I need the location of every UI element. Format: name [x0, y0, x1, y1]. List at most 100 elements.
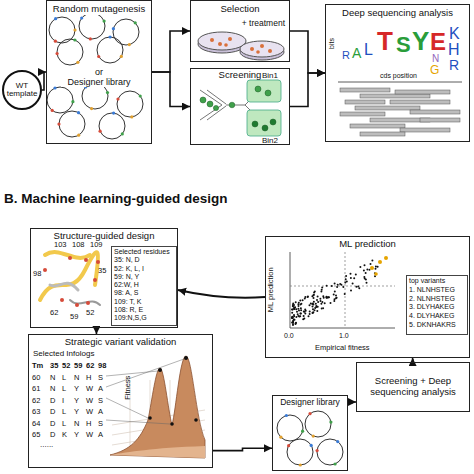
table-cell: S	[98, 397, 103, 405]
table-cell: H	[86, 420, 91, 428]
logo-letter: R	[342, 50, 350, 61]
node-text: 52: K, L, I	[114, 265, 174, 273]
logo-letter: A	[352, 46, 361, 60]
node-title: Designer library	[273, 398, 347, 407]
table-cell: L	[62, 374, 66, 382]
node-title: Strategic variant validation	[29, 337, 212, 348]
label: Selected Infologs	[33, 350, 94, 358]
table-cell: 60	[32, 374, 40, 382]
logo-letter: L	[364, 42, 373, 58]
table-cell: W	[86, 385, 93, 393]
node-title: Random mutagenesis	[51, 4, 147, 15]
node-title: Selection	[191, 4, 289, 15]
node-text: 108: R, E	[114, 306, 174, 314]
node-text: 35: N, D	[114, 256, 174, 264]
table-cell: Y	[74, 385, 79, 393]
table-cell: L	[62, 385, 66, 393]
label: cds position	[380, 72, 417, 79]
table-cell: 98	[98, 362, 106, 370]
flow-arrow	[213, 448, 272, 450]
label: ML prediction	[267, 267, 275, 312]
table-cell: 65	[32, 431, 40, 439]
node-text: 62:W, H	[114, 281, 174, 289]
table-cell: W	[86, 431, 93, 439]
table-cell: Y	[74, 431, 79, 439]
flow-arrow	[178, 290, 265, 298]
logo-letter: R	[449, 58, 459, 72]
table-cell: H	[86, 374, 91, 382]
logo-letter: T	[377, 28, 393, 54]
label: bits	[328, 38, 335, 49]
logo-letter: E	[430, 30, 446, 54]
label: 108	[72, 241, 85, 249]
flow-arrow	[290, 73, 325, 107]
label: Fitness	[124, 376, 132, 400]
table-cell: 61	[32, 385, 40, 393]
table-cell: 64	[32, 420, 40, 428]
logo-letter: S	[396, 34, 411, 56]
table-cell: N	[74, 420, 79, 428]
node-text: 4. DLYHAKEG	[409, 312, 465, 321]
label: 0.0	[284, 332, 294, 339]
process-box: Selected residues35: N, D52: K, L, I59: …	[111, 246, 177, 326]
node-text: 98: A, S	[114, 289, 174, 297]
node-text: or	[47, 67, 151, 77]
label: Bin1	[262, 72, 278, 80]
table-cell: Tm	[32, 362, 43, 370]
logo-letter: N	[432, 54, 439, 64]
flow-arrow	[152, 31, 190, 72]
process-box: Screening + Deep sequencing analysis	[356, 362, 470, 412]
table-cell: Y	[74, 408, 79, 416]
label: 62	[50, 309, 58, 317]
node-title: Deep sequencing analysis	[326, 8, 469, 19]
node-text: 1. NLNHSTEG	[409, 286, 465, 295]
node-text: 2. NLNHSTEG	[409, 295, 465, 304]
table-cell: N	[50, 385, 55, 393]
template-circle: WT template	[2, 70, 42, 110]
table-cell: D	[50, 420, 55, 428]
table-cell: D	[50, 408, 55, 416]
node-title: ML prediction	[266, 239, 469, 250]
node-title: WT template	[4, 82, 40, 99]
process-box: Selection + treatment	[190, 0, 290, 62]
node-title: Selected residues	[114, 248, 174, 256]
table-cell: A	[98, 385, 103, 393]
table-cell: L	[62, 420, 66, 428]
logo-letter: G	[430, 64, 439, 76]
logo-letter: H	[448, 42, 460, 58]
process-box: Designer library	[272, 395, 348, 471]
table-cell: D	[50, 397, 55, 405]
label: B. Machine learning-guided design	[4, 192, 228, 206]
table-cell: A	[98, 431, 103, 439]
table-cell: 62	[86, 362, 94, 370]
node-title: Structure-guided design	[31, 231, 177, 242]
table-cell: W	[86, 408, 93, 416]
flow-arrow	[348, 401, 356, 403]
node-text: 5. DKNHAKRS	[409, 321, 465, 330]
table-cell: 52	[62, 362, 70, 370]
process-box: Random mutagenesisorDesigner library	[46, 0, 152, 144]
node-title: top variants	[409, 277, 465, 286]
logo-letter: K	[449, 26, 460, 42]
table-cell: ......	[40, 441, 53, 449]
node-text: 59: N, Y	[114, 273, 174, 281]
table-cell: I	[62, 397, 64, 405]
table-cell: A	[98, 408, 103, 416]
table-cell: 35	[50, 362, 58, 370]
node-text: 109: T, K	[114, 298, 174, 306]
table-cell: N	[50, 374, 55, 382]
table-cell: D	[50, 431, 55, 439]
table-cell: L	[62, 408, 66, 416]
node-text: 109:N,S,G	[114, 314, 174, 322]
logo-letter: Y	[412, 28, 429, 54]
label: 59	[70, 313, 78, 321]
node-text: + treatment	[191, 19, 285, 29]
label: 103	[54, 241, 67, 249]
table-cell: 59	[74, 362, 82, 370]
table-cell: W	[86, 397, 93, 405]
label: 98	[33, 270, 41, 278]
node-title: Screening + Deep sequencing analysis	[361, 376, 465, 398]
table-cell: N	[74, 374, 79, 382]
table-cell: 63	[32, 408, 40, 416]
flow-arrow	[290, 31, 325, 73]
